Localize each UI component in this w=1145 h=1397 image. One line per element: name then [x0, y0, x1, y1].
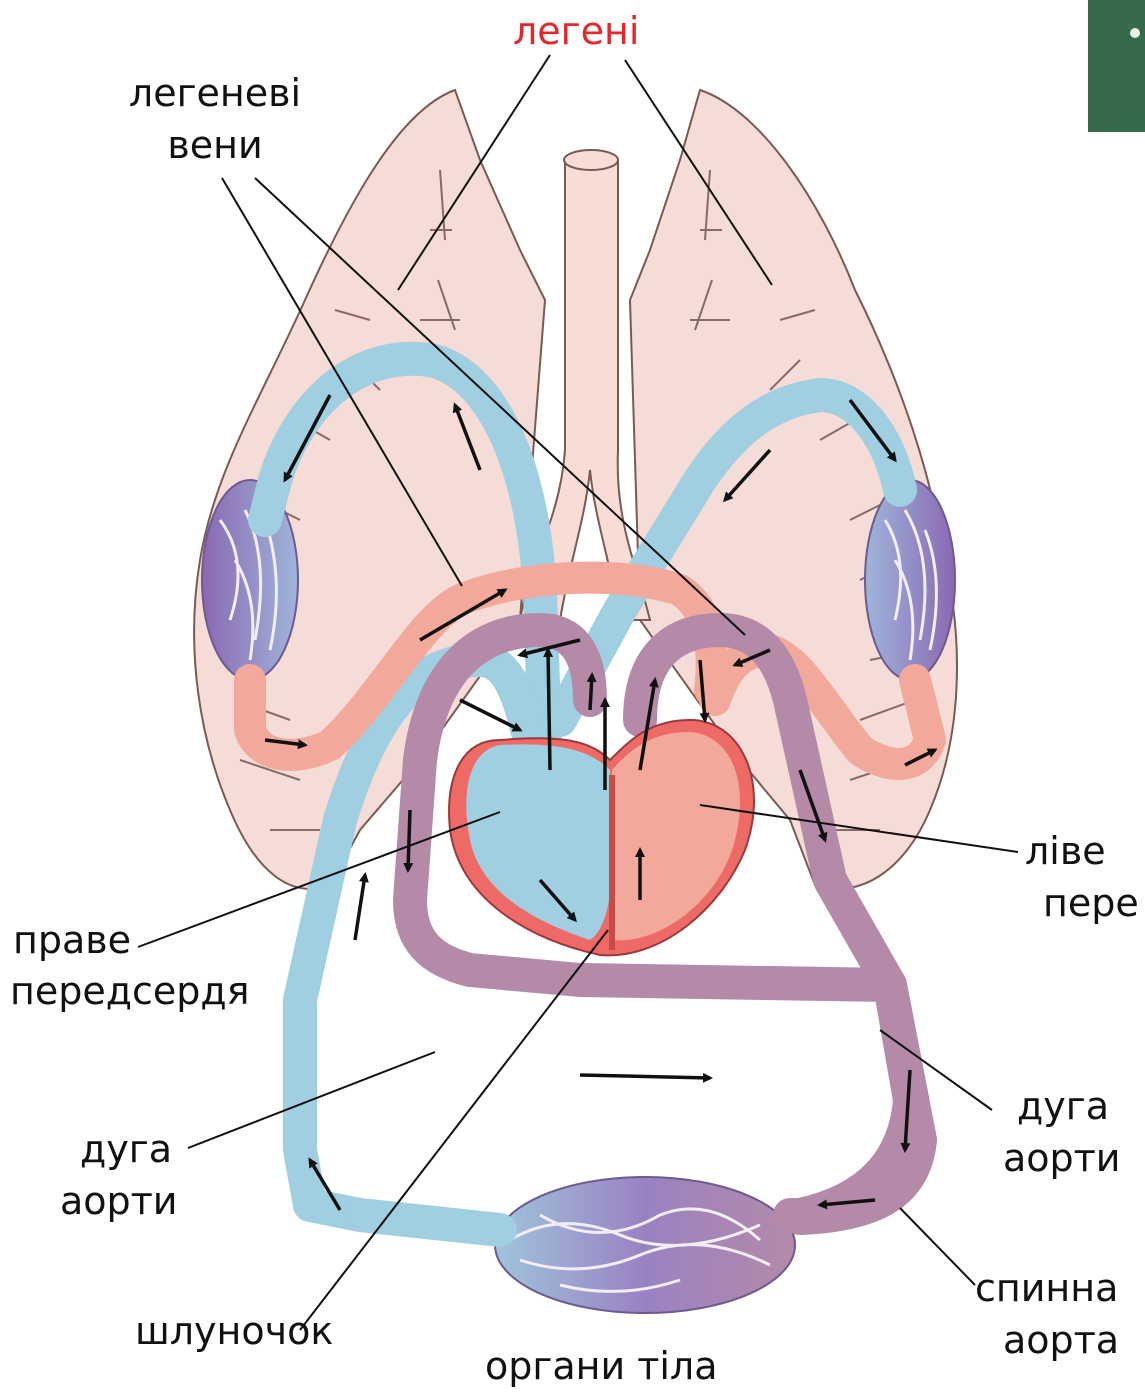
label-lungs: легені [513, 8, 639, 54]
label-left-atrium-line1: ліве [1025, 828, 1106, 874]
label-dorsal-aorta-line2: аорта [1003, 1317, 1119, 1363]
vein-to-body [360, 1215, 500, 1230]
trachea-top [564, 150, 618, 170]
label-pulmonary-veins-line2: вени [110, 122, 320, 168]
label-body-organs: органи тіла [485, 1343, 718, 1389]
heart-right-side [466, 744, 612, 940]
label-aortic-arch-right-line2: аорти [1003, 1135, 1121, 1181]
label-aortic-arch-left-line2: аорти [60, 1178, 178, 1224]
label-right-atrium-line2: передсердя [10, 968, 250, 1014]
label-dorsal-aorta-line1: спинна [975, 1265, 1118, 1311]
label-right-atrium-line1: праве [13, 917, 131, 963]
body-capillaries [495, 1177, 795, 1313]
leader-dorsal-aorta [900, 1208, 975, 1285]
label-aortic-arch-right-line1: дуга [1017, 1083, 1109, 1129]
label-pulmonary-veins-line1: легеневі [110, 70, 320, 116]
label-ventricle: шлуночок [135, 1308, 333, 1354]
heart-left-side [612, 732, 740, 940]
label-left-atrium-line2: пере [1043, 880, 1139, 926]
label-aortic-arch-left-line1: дуга [80, 1126, 172, 1172]
